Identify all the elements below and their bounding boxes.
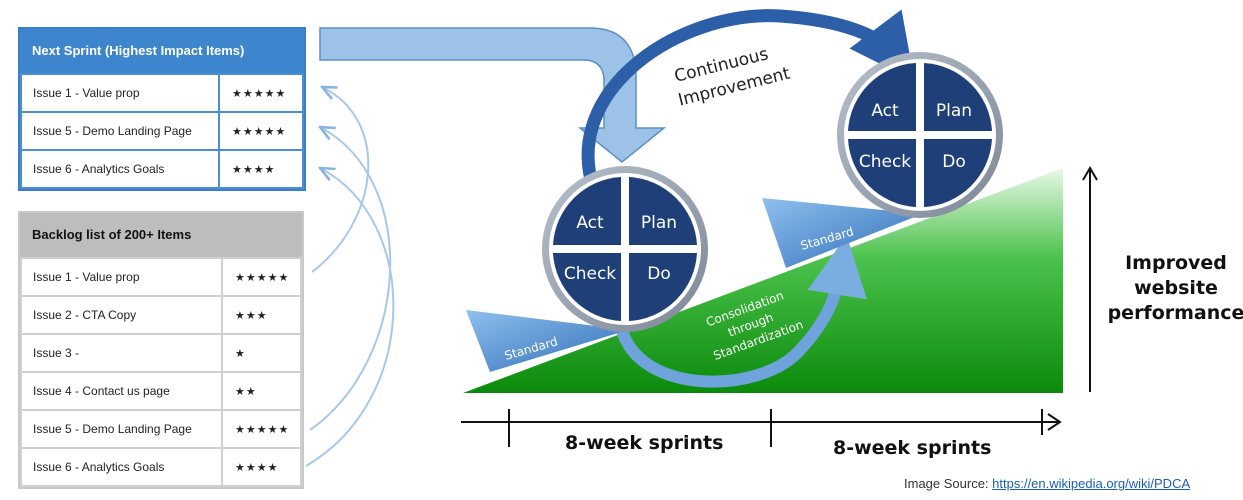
rating-stars: ★★★★★ [221,257,302,297]
pdca-circle-2: Act Plan Check Do [837,52,1003,218]
performance-label: Improved website performance [1106,251,1243,326]
issue-label: Issue 6 - Analytics Goals [20,149,220,189]
sprint-label-1: 8-week sprints [565,432,724,454]
issue-label: Issue 6 - Analytics Goals [20,447,223,487]
issue-label: Issue 5 - Demo Landing Page [20,111,220,151]
quadrant-check [553,253,621,321]
table-row[interactable]: Issue 1 - Value prop ★★★★★ [20,73,304,113]
quadrant-act [553,177,621,245]
rating-stars: ★★★★★ [218,111,304,151]
issue-label: Issue 3 - [20,333,223,373]
table-row[interactable]: Issue 6 - Analytics Goals ★★★★ [20,447,302,487]
performance-line: performance [1107,302,1243,324]
table-row[interactable]: Issue 5 - Demo Landing Page ★★★★★ [20,111,304,151]
rating-stars: ★★★ [221,295,302,335]
issue-label: Issue 5 - Demo Landing Page [20,409,223,449]
quadrant-check [848,139,916,207]
timeline-axis [461,409,1062,447]
act-label: Act [871,101,899,121]
backlog-title: Backlog list of 200+ Items [20,213,302,257]
source-prefix: Image Source: [904,476,993,491]
do-label: Do [942,152,966,172]
table-row[interactable]: Issue 5 - Demo Landing Page ★★★★★ [20,409,302,449]
issue-label: Issue 1 - Value prop [20,257,223,297]
plan-label: Plan [641,213,677,233]
continuous-label: Continuous Improvement [670,40,792,110]
issue-label: Issue 2 - CTA Copy [20,295,223,335]
connector-arrow [305,168,395,467]
next-sprint-title: Next Sprint (Highest Impact Items) [20,29,304,73]
pdca-circle-1: Act Plan Check Do [542,166,708,332]
quadrant-plan [629,177,697,245]
rating-stars: ★★★★★ [218,73,304,113]
rating-stars: ★ [221,333,302,373]
table-row[interactable]: Issue 4 - Contact us page ★★ [20,371,302,411]
next-sprint-panel: Next Sprint (Highest Impact Items) Issue… [18,27,306,191]
rating-stars: ★★★★★ [221,409,302,449]
table-row[interactable]: Issue 3 - ★ [20,333,302,373]
table-row[interactable]: Issue 6 - Analytics Goals ★★★★ [20,149,304,189]
standard-wedge-right [762,198,922,268]
consolidation-arrow [616,235,867,388]
rating-stars: ★★★★ [218,149,304,189]
quadrant-do [924,139,992,207]
quadrant-do [629,253,697,321]
do-label: Do [647,264,671,284]
rating-stars: ★★★★ [221,447,302,487]
table-row[interactable]: Issue 2 - CTA Copy ★★★ [20,295,302,335]
plan-label: Plan [936,101,972,121]
performance-arrow [1082,166,1098,392]
standard-wedge-left [466,310,628,372]
backlog-panel: Backlog list of 200+ Items Issue 1 - Val… [18,211,304,489]
check-label: Check [564,264,616,284]
connector-arrow [311,87,370,273]
rating-stars: ★★ [221,371,302,411]
quadrant-act [848,63,916,131]
act-label: Act [576,213,604,233]
backlog-table: Issue 1 - Value prop ★★★★★ Issue 2 - CTA… [20,257,302,487]
connector-arrows [305,87,395,467]
sprint-feed-arrow [319,27,667,163]
next-sprint-table: Issue 1 - Value prop ★★★★★ Issue 5 - Dem… [20,73,304,189]
issue-label: Issue 1 - Value prop [20,73,220,113]
continuous-improvement-arrow [581,9,915,193]
table-row[interactable]: Issue 1 - Value prop ★★★★★ [20,257,302,297]
sprint-label-2: 8-week sprints [833,437,992,459]
source-link[interactable]: https://en.wikipedia.org/wiki/PDCA [992,476,1191,491]
quadrant-plan [924,63,992,131]
check-label: Check [859,152,911,172]
performance-line: Improved [1125,252,1227,274]
issue-label: Issue 4 - Contact us page [20,371,223,411]
performance-line: website [1134,277,1218,299]
image-source: Image Source: https://en.wikipedia.org/w… [904,476,1190,491]
improvement-slope [463,168,1063,393]
